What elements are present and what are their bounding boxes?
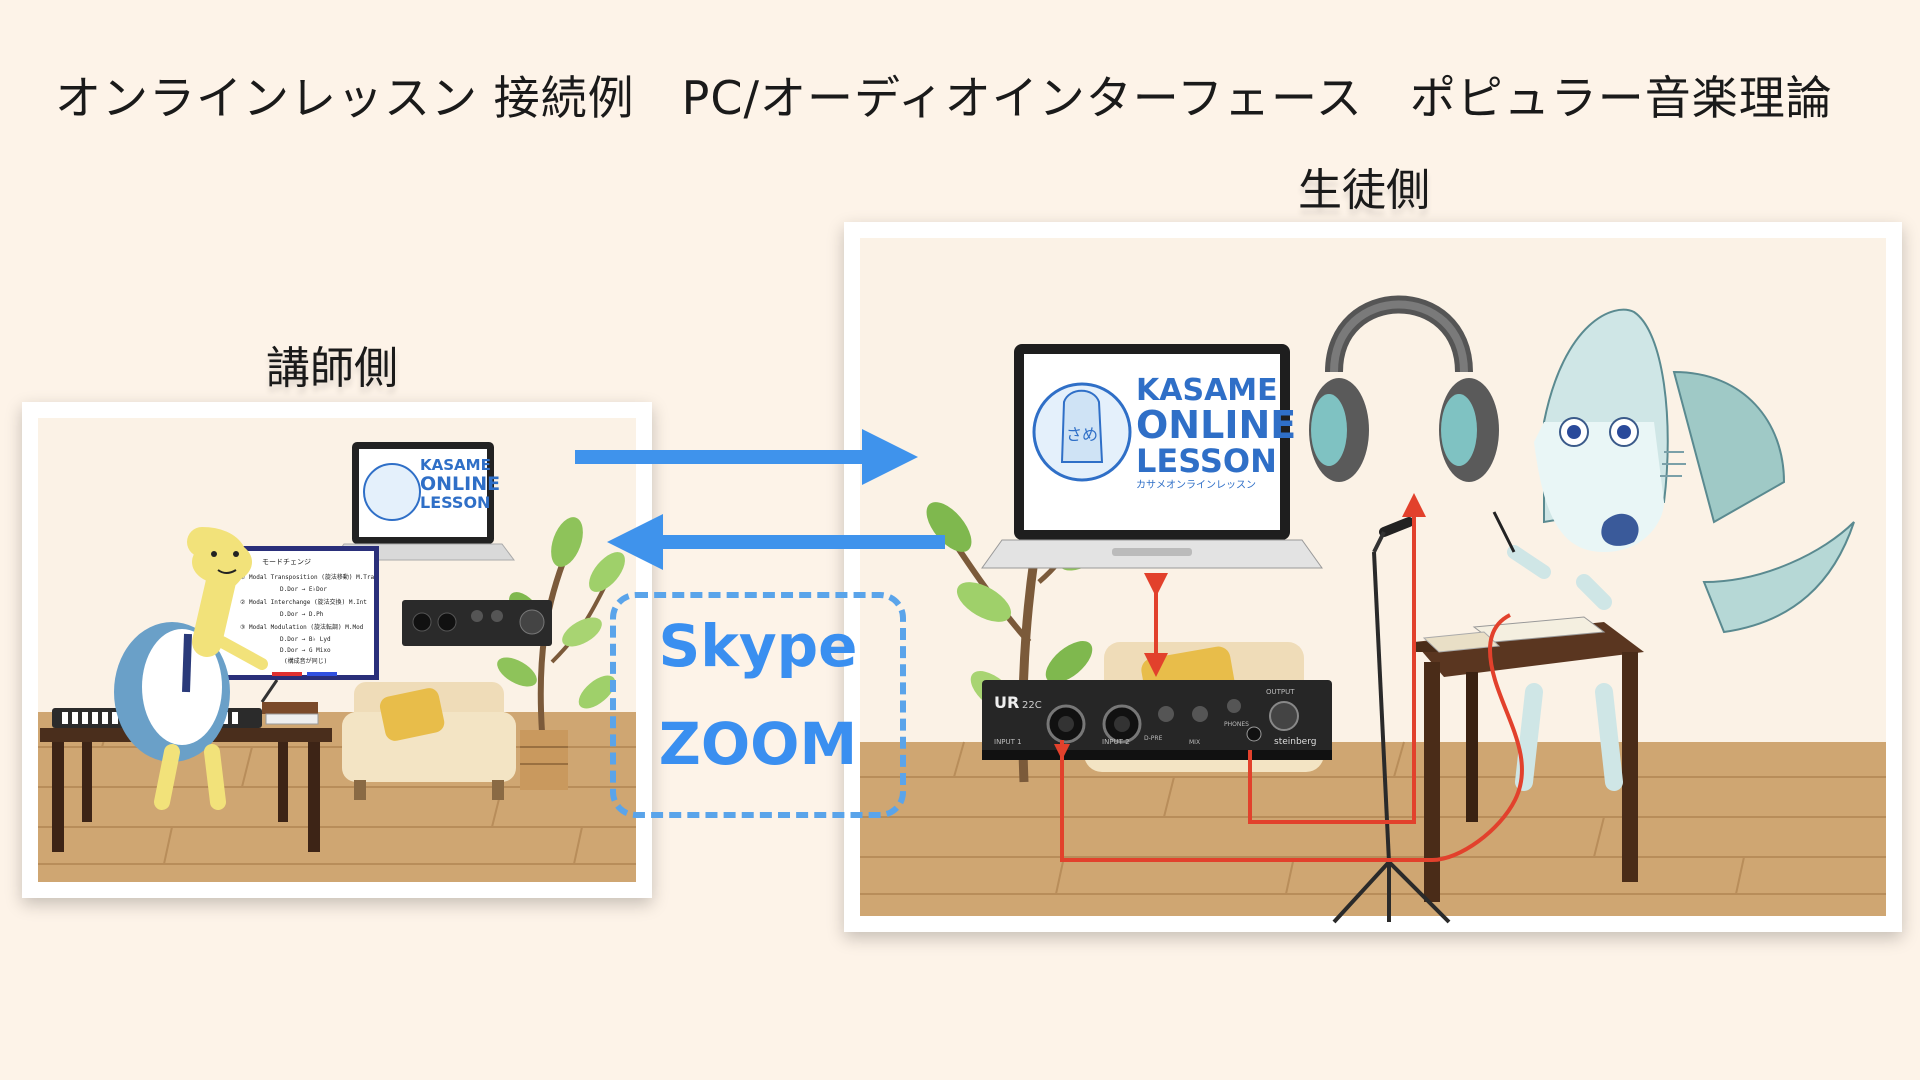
call-service-box: Skype ZOOM xyxy=(610,592,906,818)
teacher-laptop: KASAME ONLINE LESSON xyxy=(331,442,515,561)
cable-headphones-interface xyxy=(1248,493,1426,824)
interface-label-output: OUTPUT xyxy=(1266,688,1295,696)
microphone-stand xyxy=(1332,517,1451,924)
student-scene-illustration: さめ KASAME ONLINE LESSON カサメオンラインレッスン UR … xyxy=(860,238,1886,924)
teacher-audio-interface xyxy=(402,600,552,646)
sofa xyxy=(342,682,516,800)
teacher-scene-illustration: KASAME ONLINE LESSON モードチェンジ ① Modal Tra… xyxy=(38,418,636,882)
interface-label-mix: MIX xyxy=(1189,739,1200,746)
student-logo-line3: LESSON xyxy=(1136,442,1277,480)
whiteboard-line-1: ① Modal Transposition (旋法移動) M.Tra xyxy=(240,573,375,581)
student-desk xyxy=(1414,616,1644,902)
whiteboard-line-7: D.Dor → G Mixo xyxy=(280,647,331,654)
student-side-label: 生徒側 xyxy=(1298,165,1430,216)
interface-model: UR xyxy=(994,693,1019,712)
student-scene-panel: さめ KASAME ONLINE LESSON カサメオンラインレッスン UR … xyxy=(844,222,1902,932)
teacher-logo-line2: ONLINE xyxy=(420,473,500,495)
student-logo-kana: カサメオンラインレッスン xyxy=(1136,479,1256,491)
interface-brand: steinberg xyxy=(1274,737,1316,747)
whiteboard-line-6: D.Dor → B♭ Lyd xyxy=(280,636,331,643)
interface-label-phones: PHONES xyxy=(1224,721,1249,728)
cable-mic-interface xyxy=(1060,613,1524,862)
student-laptop: さめ KASAME ONLINE LESSON カサメオンラインレッスン xyxy=(981,344,1323,569)
turtle-teacher xyxy=(114,527,268,810)
interface-label-input2: INPUT 2 xyxy=(1102,738,1130,746)
whiteboard-line-5: ③ Modal Modulation (旋法転調) M.Mod xyxy=(240,623,364,631)
whiteboard-line-8: (構成音が同じ) xyxy=(284,657,327,665)
interface-label-input1: INPUT 1 xyxy=(994,738,1022,746)
shark-student xyxy=(1492,308,1855,791)
interface-label-dpre: D-PRE xyxy=(1144,735,1163,742)
teacher-logo-line3: LESSON xyxy=(420,493,490,512)
interface-model-suffix: 22C xyxy=(1022,700,1042,711)
teacher-desk xyxy=(40,702,332,852)
logo-badge: さめ xyxy=(1066,425,1098,444)
headphones xyxy=(1309,295,1499,482)
teacher-scene-panel: KASAME ONLINE LESSON モードチェンジ ① Modal Tra… xyxy=(22,402,652,898)
whiteboard-heading: モードチェンジ xyxy=(262,558,311,566)
zoom-label: ZOOM xyxy=(658,710,858,778)
page-title: オンラインレッスン 接続例 PC/オーディオインターフェース ポピュラー音楽理論 xyxy=(55,71,1833,125)
student-logo-line1: KASAME xyxy=(1136,373,1278,408)
student-logo-line2: ONLINE xyxy=(1136,403,1296,447)
student-audio-interface: UR 22C INPUT 1 INPUT 2 OUTPUT PHONES MIX… xyxy=(982,680,1332,760)
teacher-logo-line1: KASAME xyxy=(420,456,491,474)
teacher-side-label: 講師側 xyxy=(266,343,398,394)
whiteboard-line-4: D.Dor → D.Ph xyxy=(280,611,324,618)
skype-label: Skype xyxy=(658,612,858,680)
whiteboard-line-3: ② Modal Interchange (旋法交換) M.Int xyxy=(240,598,367,606)
whiteboard-line-2: D.Dor → E♭Dor xyxy=(280,586,327,593)
